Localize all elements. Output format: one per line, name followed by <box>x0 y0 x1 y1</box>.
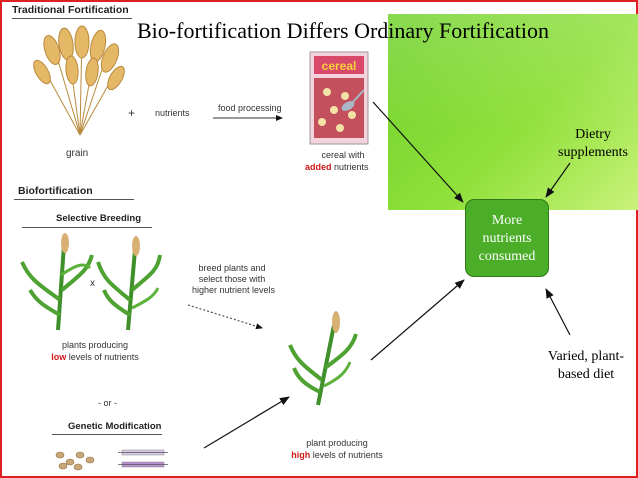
arrow-plant-to-box <box>370 279 465 361</box>
nutrients-label: nutrients <box>155 108 190 118</box>
selective-breeding-heading: Selective Breeding <box>56 213 142 224</box>
food-processing-label: food processing <box>218 103 282 113</box>
cross-symbol: x <box>90 278 95 289</box>
plus-sign: + <box>128 106 136 120</box>
low-word: low <box>51 352 67 362</box>
seeds-icon <box>55 451 95 471</box>
traditional-underline <box>12 18 132 19</box>
genetic-modification-heading: Genetic Modification <box>68 421 162 432</box>
grain-label: grain <box>66 148 89 159</box>
low-caption-line2: low levels of nutrients <box>35 352 155 362</box>
breed-line-1: breed plants and <box>198 263 266 273</box>
cereal-caption-line1: cereal with <box>321 150 365 160</box>
arrow-seeds-to-plant <box>203 396 290 449</box>
low-caption-line1: plants producing <box>61 340 129 350</box>
breed-label: breed plants and select those with highe… <box>192 263 276 296</box>
varied-diet-label: Varied, plant-based diet <box>547 349 625 382</box>
arrow-cereal-to-box <box>372 101 464 203</box>
breed-arrow <box>187 304 263 330</box>
selective-underline <box>22 227 152 228</box>
arrow-supplements-to-box <box>545 162 571 198</box>
grain-bundle-icon <box>33 25 125 136</box>
high-nutrient-plant-icon <box>288 311 358 406</box>
breed-line-2: select those with <box>198 274 266 284</box>
or-label: - or - <box>98 398 117 408</box>
cereal-caption-line2: added nutrients <box>305 162 369 172</box>
more-nutrients-box: More nutrients consumed <box>465 199 549 277</box>
high-caption-line2: high levels of nutrients <box>274 450 400 460</box>
low-nutrient-plant-2-icon <box>96 236 162 331</box>
biofortification-heading: Biofortification <box>18 185 93 197</box>
cereal-nutrients-word: nutrients <box>334 162 369 172</box>
cereal-box-text: cereal <box>322 59 357 73</box>
green-decor-panel <box>388 14 638 210</box>
slide-title: Bio-fortification Differs Ordinary Forti… <box>137 18 549 43</box>
low-rest: levels of nutrients <box>68 352 139 362</box>
added-word: added <box>305 162 332 172</box>
dietry-supplements-label: Dietry supplements <box>558 127 628 160</box>
low-nutrient-plant-1-icon <box>20 233 94 331</box>
arrow-diet-to-box <box>545 288 571 336</box>
bio-underline <box>14 199 134 200</box>
high-caption-line1: plant producing <box>306 438 368 448</box>
genetic-underline <box>52 434 162 435</box>
breed-line-3: higher nutrient levels <box>192 285 276 295</box>
high-rest: levels of nutrients <box>312 450 383 460</box>
gene-bars-icon <box>118 449 168 468</box>
high-word: high <box>291 450 311 460</box>
traditional-heading: Traditional Fortification <box>12 4 129 16</box>
cereal-box-icon: cereal <box>309 51 369 145</box>
